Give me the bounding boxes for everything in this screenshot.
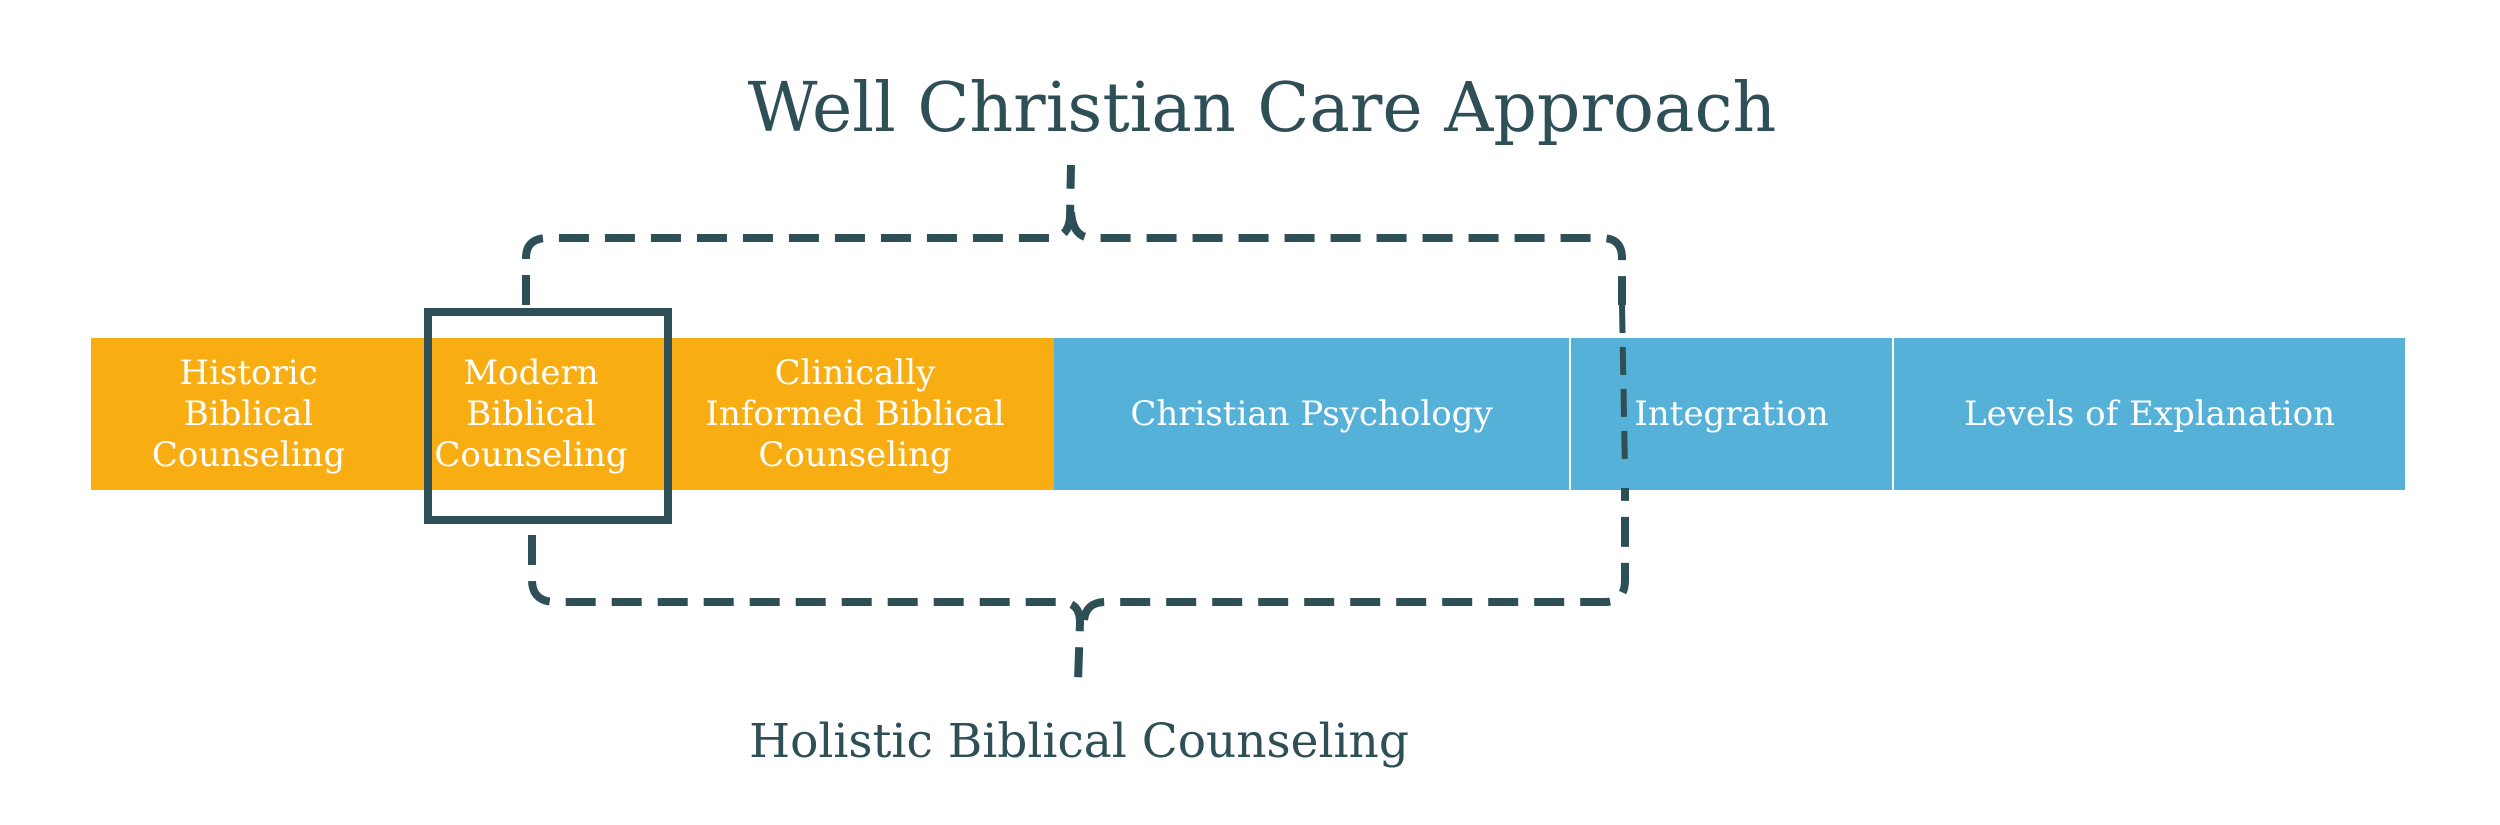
- segment-modern-biblical-counseling: Modern Biblical Counseling: [406, 338, 656, 490]
- bottom-label-text: Holistic Biblical Counseling: [749, 714, 1409, 769]
- segment-christian-psychology: Christian Psychology: [1054, 338, 1569, 490]
- segment-label: Historic Biblical Counseling: [151, 352, 346, 475]
- bottom-dashed-bracket: [528, 488, 1629, 683]
- segment-label: Levels of Explanation: [1964, 393, 2335, 434]
- segment-historic-biblical-counseling: Historic Biblical Counseling: [91, 338, 406, 490]
- segment-label: Modern Biblical Counseling: [434, 352, 628, 475]
- segment-integration: Integration: [1569, 338, 1892, 490]
- diagram-title: Well Christian Care Approach: [747, 69, 1777, 148]
- segment-levels-of-explanation: Levels of Explanation: [1892, 338, 2405, 490]
- segment-clinically-informed-biblical-counseling: Clinically Informed Biblical Counseling: [656, 338, 1054, 490]
- approach-spectrum: Historic Biblical Counseling Modern Bibl…: [91, 338, 2405, 490]
- segment-label: Integration: [1634, 393, 1829, 434]
- top-dashed-bracket: [522, 164, 1626, 305]
- segment-label: Christian Psychology: [1130, 393, 1493, 434]
- segment-label: Clinically Informed Biblical Counseling: [705, 352, 1005, 475]
